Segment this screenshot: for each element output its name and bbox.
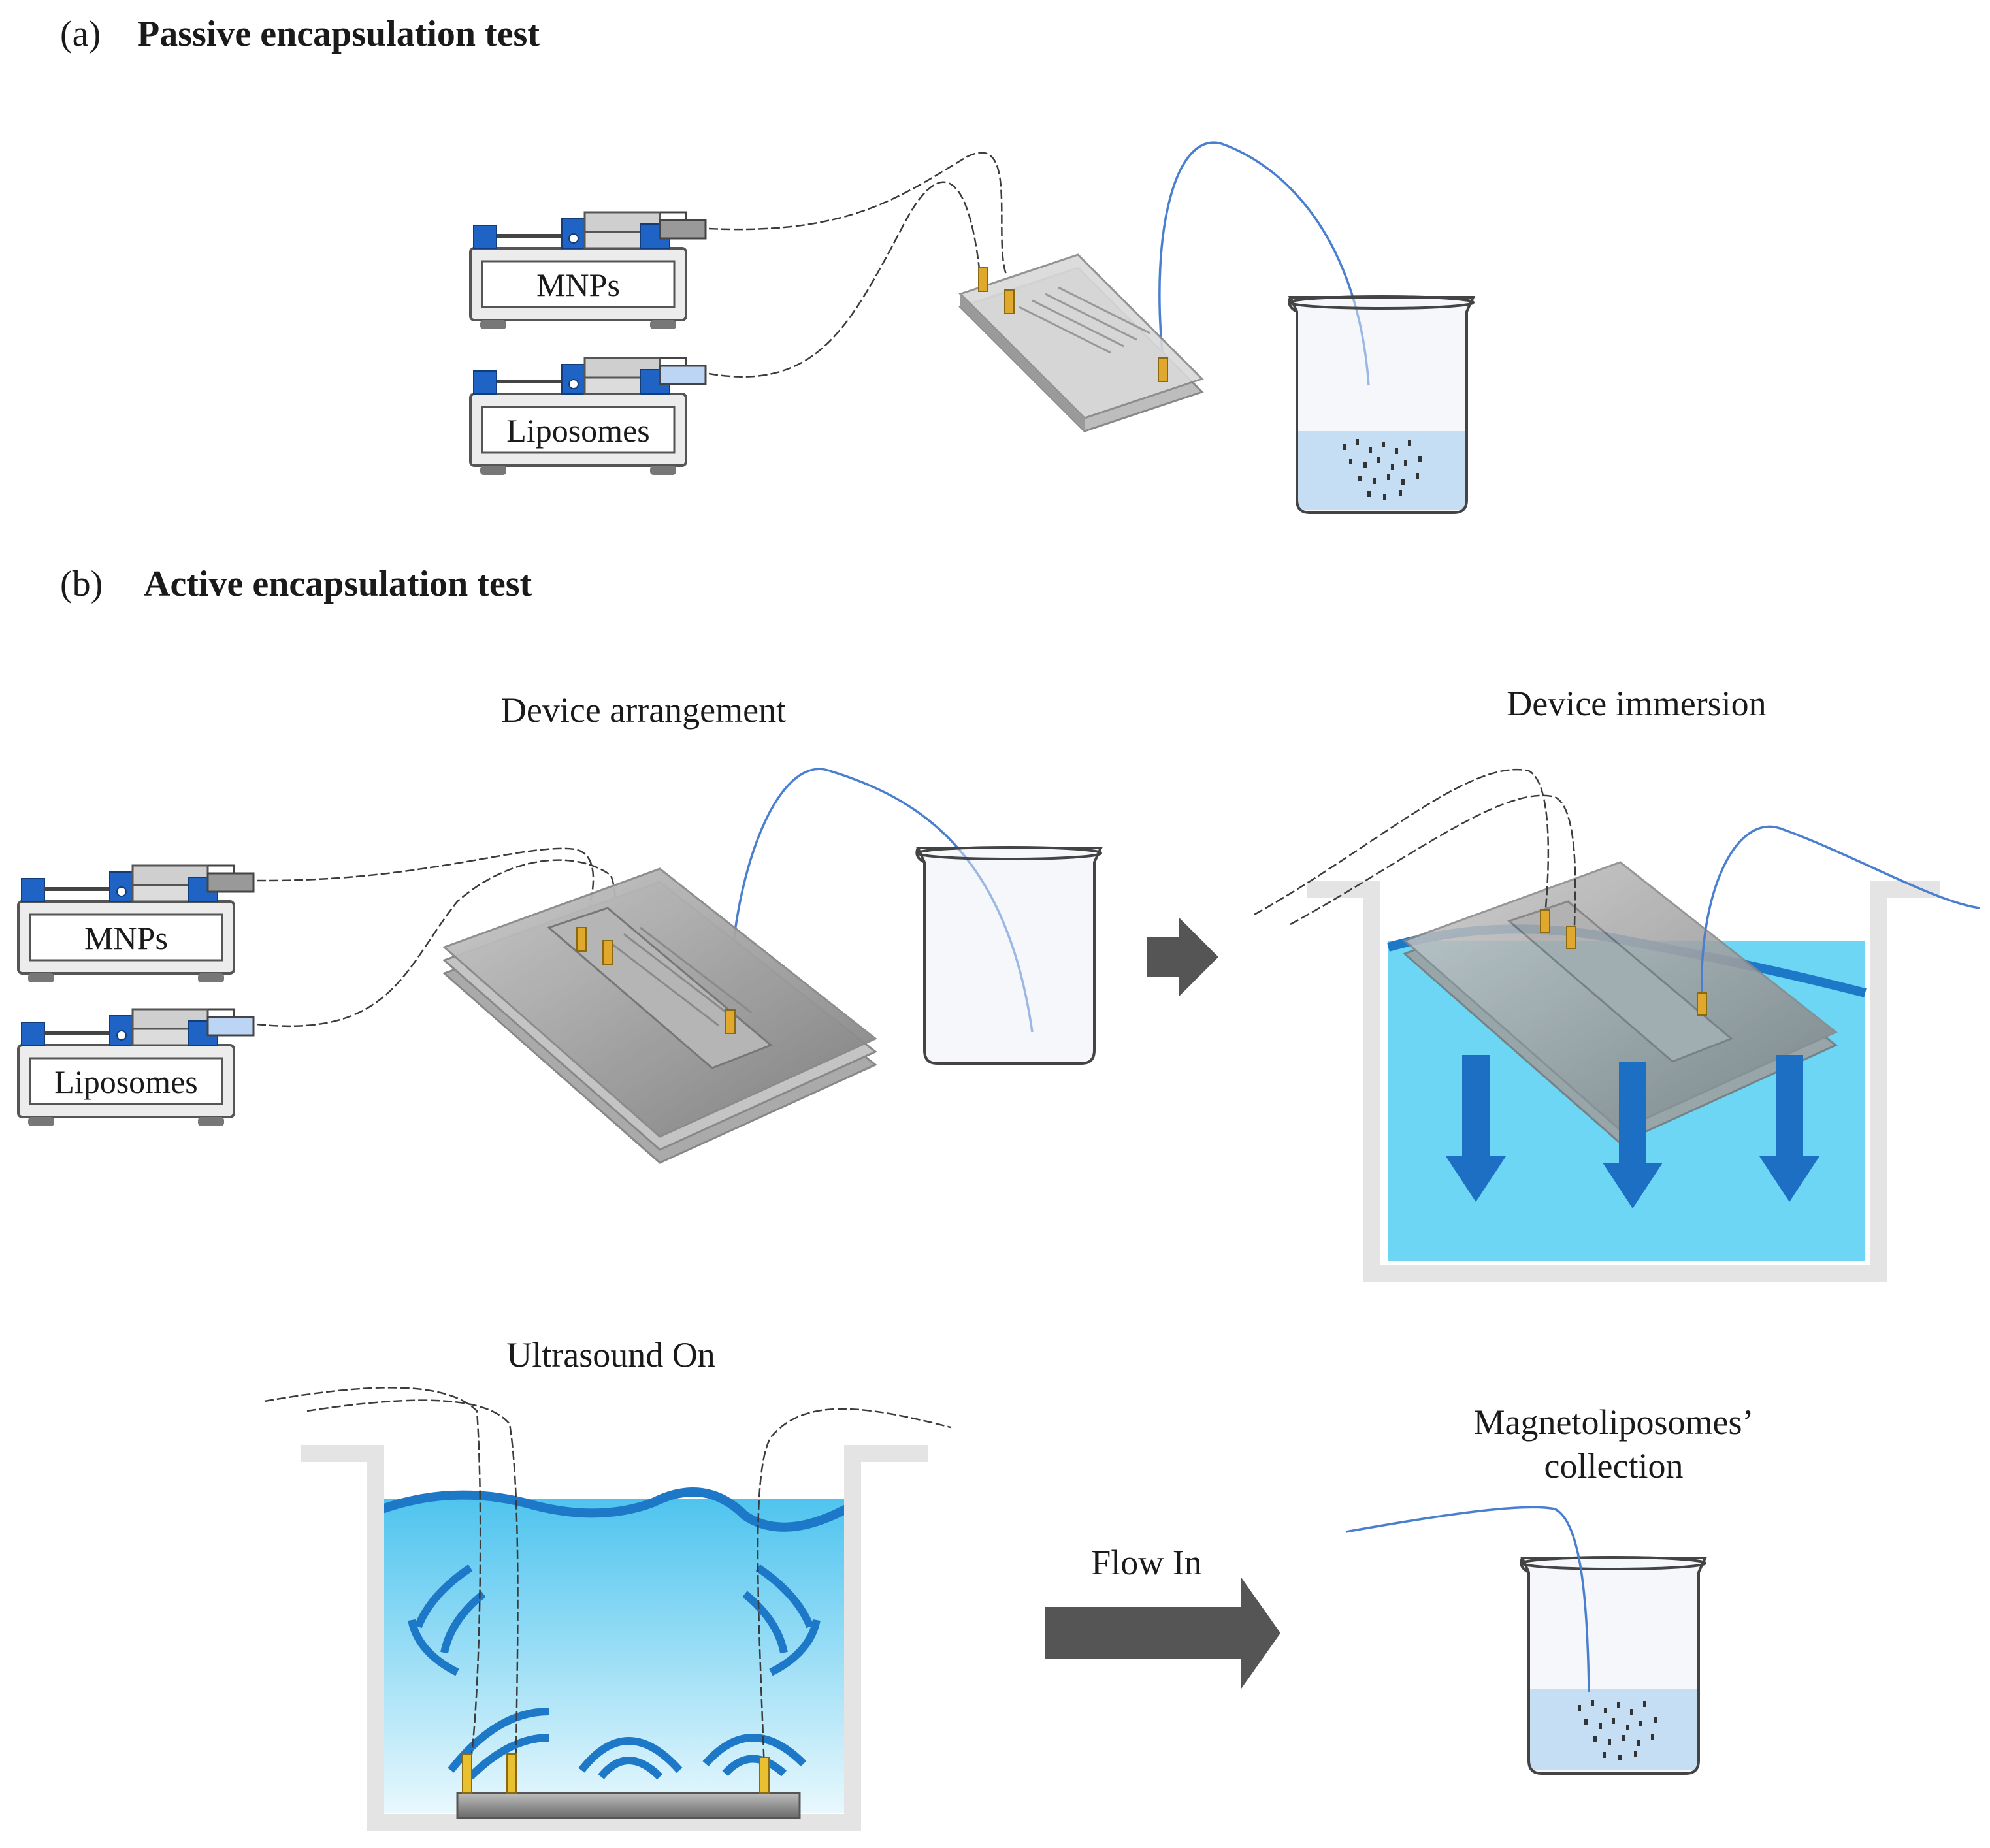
outlet-tube-immersion — [1700, 825, 1980, 997]
outlet-tube-a — [1158, 141, 1370, 386]
step-label-immersion: Device immersion — [1507, 684, 1766, 723]
connector-2-ultrasound — [506, 1753, 517, 1794]
wave-bottom-1 — [448, 1708, 549, 1773]
connector-inlet-1-b — [576, 927, 587, 952]
flow-in-label: Flow In — [1091, 1543, 1202, 1582]
wave-right-2 — [742, 1591, 788, 1654]
pump-label-mnps-a: MNPs — [536, 267, 620, 303]
wave-bottom-5 — [702, 1734, 807, 1767]
connector-1-ultrasound — [462, 1753, 472, 1794]
microfluidic-device-b — [442, 867, 877, 1164]
empty-beaker-b — [915, 846, 1102, 1065]
step-label-ultrasound: Ultrasound On — [506, 1335, 715, 1374]
panel-b: (b) Active encapsulation test Device arr… — [18, 564, 1980, 1831]
connector-inlet-2-a — [1004, 289, 1015, 314]
pump-label-liposomes-a: Liposomes — [506, 412, 649, 449]
connector-1-immersion — [1540, 909, 1550, 933]
down-arrow-1 — [1446, 1055, 1506, 1202]
connector-inlet-2-b — [602, 940, 613, 965]
panel-a-letter: (a) — [60, 14, 101, 54]
outlet-tube-collection — [1345, 1506, 1590, 1693]
pump-label-liposomes-b: Liposomes — [54, 1063, 197, 1100]
tube-1-immersion — [1254, 769, 1550, 916]
tube-mnps-a — [708, 152, 1007, 275]
device-bar-ultrasound — [456, 1792, 801, 1819]
wave-bottom-2 — [467, 1734, 549, 1780]
wave-left-1 — [414, 1564, 473, 1629]
tube-1-ultrasound — [264, 1387, 481, 1764]
connector-3-ultrasound — [759, 1757, 770, 1794]
collection-beaker-a — [1288, 295, 1475, 514]
step-label-arrangement: Device arrangement — [501, 690, 786, 730]
syringe-pump-liposomes-a: Liposomes — [470, 358, 707, 475]
down-arrow-3 — [1759, 1055, 1819, 1202]
downward-arrows — [1446, 1055, 1819, 1208]
microfluidic-chip-a — [958, 253, 1204, 432]
wave-right-3 — [769, 1619, 821, 1676]
connector-outlet-b — [725, 1009, 736, 1034]
tube-2-ultrasound — [306, 1399, 519, 1764]
wave-left-2 — [440, 1591, 486, 1654]
syringe-pump-liposomes-b: Liposomes — [18, 1009, 255, 1126]
collection-label-line2: collection — [1544, 1446, 1684, 1485]
pump-label-mnps-b: MNPs — [84, 920, 168, 956]
connector-outlet-a — [1158, 357, 1168, 382]
panel-a: (a) Passive encapsulation test MNPs Lipo… — [60, 14, 1475, 514]
syringe-pump-mnps-b: MNPs — [18, 866, 255, 982]
collection-beaker-b — [1520, 1556, 1706, 1775]
connector-inlet-1-a — [978, 267, 988, 292]
panel-a-title: Passive encapsulation test — [137, 14, 540, 54]
tube-2-immersion — [1290, 794, 1576, 928]
wave-bottom-6 — [722, 1755, 787, 1777]
tube-liposomes-a — [708, 181, 981, 378]
connector-2-immersion — [1566, 926, 1576, 949]
wave-left-3 — [408, 1619, 459, 1676]
syringe-pump-mnps-a: MNPs — [470, 212, 707, 329]
tube-3-ultrasound — [757, 1408, 951, 1771]
submerged-device — [1403, 861, 1838, 1144]
ultrasound-waves — [408, 1564, 821, 1780]
arrow-to-immersion — [1147, 918, 1218, 996]
wave-bottom-3 — [578, 1737, 683, 1773]
wave-right-1 — [755, 1564, 814, 1629]
collection-label-line1: Magnetoliposomes’ — [1474, 1402, 1754, 1442]
down-arrow-2 — [1603, 1062, 1663, 1208]
wave-bottom-4 — [598, 1757, 663, 1780]
panel-b-letter: (b) — [60, 564, 103, 604]
flow-in-arrow — [1045, 1578, 1280, 1689]
connector-outlet-immersion — [1697, 992, 1707, 1016]
panel-b-title: Active encapsulation test — [144, 564, 532, 604]
